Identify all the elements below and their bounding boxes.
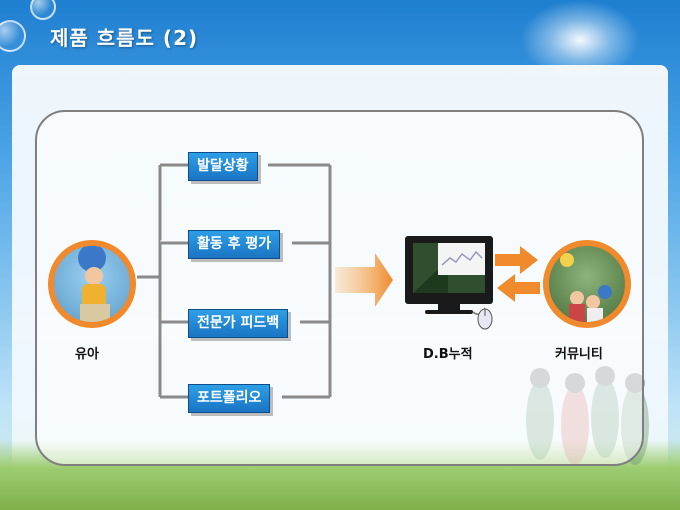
child-photo [48,240,136,328]
flow-arrow [335,253,393,307]
branch-expert-feedback: 전문가 피드백 [188,309,289,338]
community-photo [543,240,631,328]
page-title: 제품 흐름도 (2) [50,26,199,50]
branch-activity-evaluation: 활동 후 평가 [188,230,281,259]
branch-portfolio: 포트폴리오 [188,384,271,413]
community-label: 커뮤니티 [555,347,603,362]
bubble-decoration [0,20,26,52]
bubble-decoration [30,0,56,20]
db-label: D.B누적 [423,347,473,362]
child-label: 유아 [75,347,99,362]
branch-development: 발달상황 [188,152,258,181]
